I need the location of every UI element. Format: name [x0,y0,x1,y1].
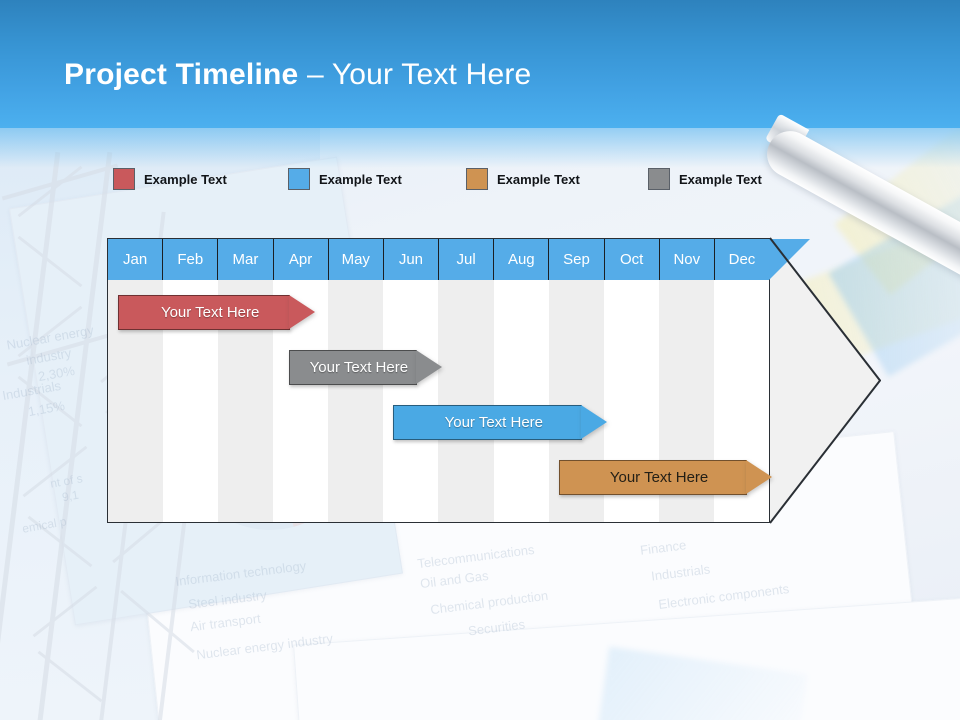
month-header-feb[interactable]: Feb [163,239,219,280]
page-title-strong: Project Timeline [64,58,299,91]
background-label: 9,1 [60,487,80,505]
month-header-mar[interactable]: Mar [218,239,274,280]
task-bar-body [558,460,748,495]
legend-swatch-orange [466,168,488,190]
task-bar-body [393,405,583,440]
month-header-oct[interactable]: Oct [604,239,660,280]
legend-item-2[interactable]: Example Text [288,168,402,190]
legend-item-3[interactable]: Example Text [466,168,580,190]
legend-item-label: Example Text [679,171,762,187]
month-band-jul [438,239,494,522]
task-bar-3[interactable]: Your Text Here [393,405,608,440]
header-band [0,0,960,128]
legend-swatch-blue [288,168,310,190]
page-title: Project Timeline – Your Text Here [64,58,531,92]
legend-item-label: Example Text [144,171,227,187]
month-header-apr[interactable]: Apr [273,239,329,280]
month-header-may[interactable]: May [328,239,384,280]
month-band-aug [493,239,549,522]
month-band-feb [163,239,219,522]
legend-item-label: Example Text [319,171,402,187]
page-title-light: – Your Text Here [306,58,532,91]
task-bar-4[interactable]: Your Text Here [558,460,774,495]
month-header-jan[interactable]: Jan [108,239,164,280]
month-header-jun[interactable]: Jun [383,239,440,280]
month-header-sep[interactable]: Sep [549,239,605,280]
task-bar-arrow-tip [746,460,773,494]
chart-legend: Example Text Example Text Example Text Exam… [0,168,960,194]
legend-swatch-red [113,168,135,190]
legend-swatch-gray [648,168,670,190]
month-band-jan [108,239,164,522]
month-header-aug[interactable]: Aug [494,239,550,280]
month-header-jul[interactable]: Jul [439,239,495,280]
month-header-dec[interactable]: Dec [714,239,770,280]
month-band-mar [218,239,274,522]
task-bar-label: Your Text Here [309,359,409,376]
month-column-bands [108,239,769,522]
task-bar-1[interactable]: Your Text Here [118,295,316,330]
task-bar-arrow-tip [289,295,316,329]
task-bar-arrow-tip [415,350,442,384]
legend-item-1[interactable]: Example Text [113,168,227,190]
legend-item-label: Example Text [497,171,580,187]
task-bar-label: Your Text Here [609,469,709,486]
task-bar-2[interactable]: Your Text Here [288,350,443,385]
month-header-arrow-tip [769,239,810,280]
month-header-nov[interactable]: Nov [659,239,715,280]
task-bar-label: Your Text Here [444,414,544,431]
legend-item-4[interactable]: Example Text [648,168,762,190]
task-bar-arrow-tip [581,405,608,439]
task-bar-label: Your Text Here [160,304,260,321]
